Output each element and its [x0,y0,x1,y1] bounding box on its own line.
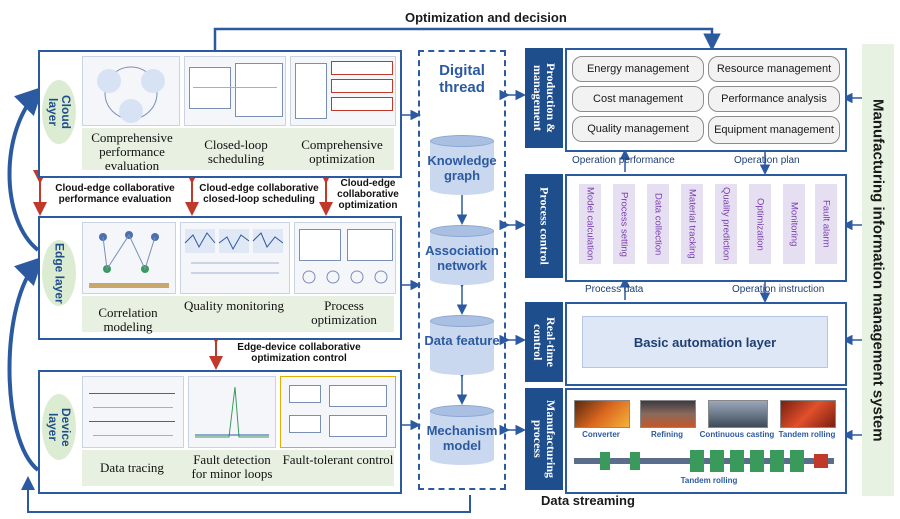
comprehensive-optimization-figure [290,56,396,126]
fault-plot-graphic [195,386,269,438]
device-layer-label: Device layer [42,394,76,460]
data-tracing-figure [82,376,184,448]
cloud-layer-label: Cloud layer [42,80,76,144]
continuous-casting-photo [708,400,768,428]
cloud-caption-1: Comprehensive performance evaluation [91,130,173,173]
mis-bar: Manufacturing information management sys… [862,44,894,496]
continuous-casting-label: Continuous casting [699,430,775,439]
energy-management-pill: Energy management [572,56,704,82]
edge-caption-3: Process optimization [311,298,377,327]
process-item-7: Monitoring [783,184,805,264]
real-time-control-label: Real-time control [525,302,563,382]
edge-layer-label: Edge layer [42,240,76,306]
cloud-caption-3: Comprehensive optimization [301,137,383,166]
performance-evaluation-figure [82,56,180,126]
fault-detection-figure [188,376,276,448]
tandem-rolling-label: Tandem rolling [778,430,836,439]
knowledge-graph-cylinder: Knowledge graph [427,135,497,195]
cloud-caption-2: Closed-loop scheduling [204,137,268,166]
refining-photo [640,400,696,428]
process-item-2: Process setting [613,184,635,264]
process-data-label: Process data [585,284,644,295]
resource-management-pill: Resource management [708,56,840,82]
collab-opt-label: Cloud-edge collaborative optimization [337,178,399,211]
digital-thread-title: Digital thread [439,62,485,96]
basic-automation-box: Basic automation layer [582,316,828,368]
quality-management-pill: Quality management [572,116,704,142]
collab-edge-device-label: Edge-device collaborative optimization c… [237,342,361,364]
device-caption-3: Fault-tolerant control [282,452,394,467]
association-network-cylinder: Association network [425,225,499,285]
edge-caption-2: Quality monitoring [183,298,285,313]
data-feature-label: Data feature [424,333,500,348]
bottom-flow-label: Data streaming [538,493,638,508]
collab-sched-label: Cloud-edge collaborative closed-loop sch… [199,183,319,205]
association-network-label: Association network [425,243,499,273]
process-item-8: Fault alarm [815,184,837,264]
rolling-line-graphic [574,450,834,472]
data-feature-cylinder: Data feature [424,315,500,375]
process-item-1: Model calculation [579,184,601,264]
mechanism-model-label: Mechanism model [426,423,498,453]
device-caption-2: Fault detection for minor loops [191,452,273,481]
cycle-diagram-graphic [97,66,165,123]
correlation-modeling-figure [82,222,176,294]
process-item-3: Data collection [647,184,669,264]
mechanism-model-cylinder: Mechanism model [427,405,497,465]
operation-instruction-label: Operation instruction [732,284,825,295]
tandem-rolling-photo [780,400,836,428]
process-control-label: Process control [525,174,563,278]
refining-label: Refining [651,430,683,439]
converter-label: Converter [582,430,620,439]
network-graph-graphic [89,231,169,288]
equipment-management-pill: Equipment management [708,116,840,144]
collab-perf-label: Cloud-edge collaborative performance eva… [55,183,175,205]
tandem-rolling-line-label: Tandem rolling [680,476,738,485]
converter-photo [574,400,630,428]
production-management-label: Production & management [525,48,563,148]
top-flow-label: Optimization and decision [405,10,567,25]
process-item-6: Optimization [749,184,771,264]
signal-plot-graphic [184,229,284,274]
cost-management-pill: Cost management [572,86,704,112]
digital-thread-container [418,50,506,490]
operation-performance-label: Operation performance [572,155,675,166]
performance-analysis-pill: Performance analysis [708,86,840,112]
closed-loop-scheduling-figure [184,56,286,126]
manufacturing-process-label: Manufacturing process [525,388,563,490]
process-optimization-figure [294,222,396,294]
edge-caption-1: Correlation modeling [98,305,158,334]
process-item-4: Material tracking [681,184,703,264]
quality-monitoring-figure [180,222,290,294]
operation-plan-label: Operation plan [734,155,800,166]
process-item-5: Quality prediction [715,184,737,264]
knowledge-graph-label: Knowledge graph [427,153,497,183]
device-caption-1: Data tracing [100,460,164,475]
fault-tolerant-control-figure [280,376,396,448]
